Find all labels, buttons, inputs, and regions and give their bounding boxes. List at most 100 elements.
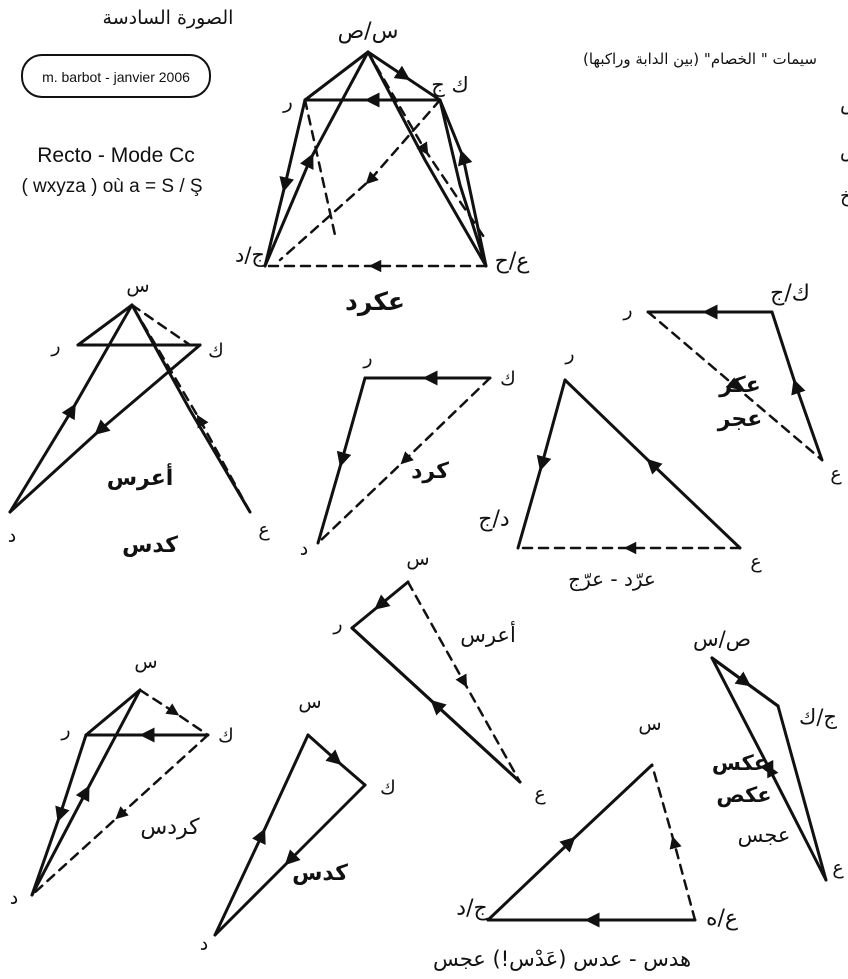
label-ss: ص/س [693,627,751,651]
edge-k-a [438,98,488,268]
edge-s-a [366,50,488,268]
edge-s-r [350,580,410,630]
label-a: ع [258,519,270,541]
label-s: س [638,713,661,735]
label-left: ر [282,89,293,113]
label-k: ك [208,340,224,362]
label-r: ر [60,719,70,741]
edge-s-r [303,50,370,102]
caption-2: عجر [717,407,763,432]
edge-ah-s-dashed [650,763,697,922]
label-bottom-left: ج/د [235,243,265,268]
edge-r-dashed [303,98,337,237]
diagram-4-akr: ك/ج ر ع عكر عجر [622,281,842,485]
label-jd: ج/د [456,896,488,921]
edge-a-k [770,310,824,462]
edge-r-d [263,98,307,268]
label-top-right: ك ج [431,73,469,98]
label-s: س [406,548,429,570]
caption-1: عكر [718,373,761,398]
caption-2: كدس [122,533,178,558]
edge-s-r [76,303,134,347]
label-ah: ع/ه [706,906,738,931]
label-d: د [200,933,208,955]
label-a: ع [832,857,844,879]
diagram-1-trapezoid: س/ص ك ج ر ج/د ع/ح عكرد [235,19,529,317]
label-top: س/ص [338,19,399,44]
edge-s-k [306,733,367,787]
edge-s-r [84,688,142,737]
edge-a-s-dashed [130,303,252,514]
label-s: س [126,275,149,297]
diagram-2-crossed: س ر ك د ع أعرس كدس [8,275,271,558]
diagram-5-ard: ر د/ج ع عرّد - عرّج [478,343,762,591]
edge-k-d-dashed [278,98,442,262]
diagram-7-aks: ص/س ج/ك ع عكس عكص عجس [693,627,844,882]
edge-d-s [30,688,142,897]
label-a: ع [750,551,762,573]
edge-r-d [30,733,88,897]
label-r: ر [362,347,372,369]
caption: هدس - عدس (عَدْس!) عجس [433,947,691,971]
edge-jd-s [486,763,654,922]
label-s: س [298,691,321,713]
edge-jk-a [776,704,828,882]
edge-s-a-dashed [366,50,488,242]
label-bottom-right: ع/ح [495,249,530,274]
label-d: د [300,538,308,560]
caption-1: أعرس [107,462,174,491]
caption-3: عجس [738,823,791,847]
edge-r-d [316,376,367,545]
label-r: ر [50,335,60,357]
label-k: ك [380,777,396,799]
legend-title: سيمات " الخصام" (بين الدابة وراكبها) [583,50,817,68]
caption: كدس [292,861,348,886]
sheet-title: الصورة السادسة [103,7,234,29]
edge-d-s [263,50,370,268]
edge-a-r [563,378,742,550]
edge-k-d [8,343,202,514]
label-r: ر [332,613,342,635]
label-kj: ك/ج [770,281,810,306]
diagram-10-hds: س ج/د ع/ه هدس - عدس (عَدْس!) عجس [433,713,738,971]
edge-k-d-dashed [316,376,492,545]
legend-line-1: عكرد - عكر - عرد 2 - معار - عرس 4 - عكس [840,91,848,115]
diagram-8-krds: س ر ك د كردس [10,651,234,909]
label-dj: د/ج [478,507,509,532]
author-label: m. barbot - janvier 2006 [42,69,190,85]
edge-s-a-dashed [406,580,522,784]
label-d: د [8,525,16,547]
caption: كردس [140,815,200,840]
label-a: ع [534,783,546,805]
label-r: ر [622,299,632,321]
edge-s-k-dashed [130,303,192,347]
label-a: ع [830,463,842,485]
label-r: ر [564,343,574,365]
diagram-9-kds: س ك د كدس [200,691,396,955]
caption: عرّد - عرّج [568,567,656,591]
mode-label: Recto - Mode Cc [37,144,195,167]
caption-2: عكص [716,783,771,807]
caption: أعرس [460,621,516,647]
formula-label: ( wxyza ) où a = S / Ş [21,176,202,197]
edge-k-d [213,783,367,937]
label-jk: ج/ك [799,705,837,730]
edge-r-a-dashed [646,310,824,462]
caption: عكرد [345,287,405,317]
caption: كرد [411,459,449,484]
edge-r-dj [516,378,567,550]
edge-s-k [366,50,442,102]
legend-line-2: عكص - عدس (عَدْس!) - عَدْعَد! - كرد - كد… [840,140,848,162]
diagram-6-aras: س ر ع أعرس [332,548,546,805]
label-k: ك [218,725,234,747]
edge-ss-jk-base [710,656,780,708]
caption-1: عكس [712,751,768,775]
label-s: س [134,651,157,673]
edge-d-s [213,733,310,937]
diagram-3-krd: ر ك د كرد [300,347,516,560]
author-badge [21,54,211,98]
edge-k-d-dashed [30,733,210,897]
edge-a-r-arrow [350,626,522,784]
